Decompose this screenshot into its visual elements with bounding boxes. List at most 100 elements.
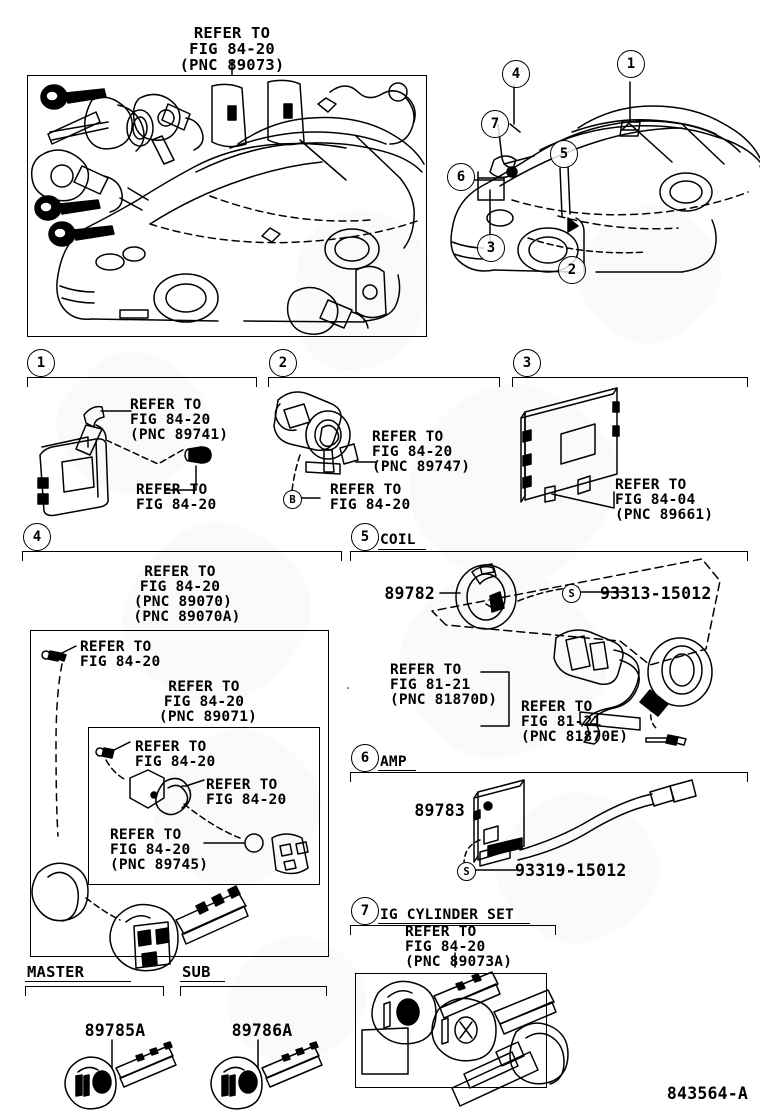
top-left-illustration-frame: [27, 75, 427, 337]
section-5-bracket: [350, 551, 748, 561]
section-6-art: [463, 779, 697, 871]
section-2-ref-a-line3: (PNC 89747): [372, 459, 471, 475]
section-5-ref-b-line1: REFER TO: [521, 699, 593, 715]
section-4-ref-e-line2: FIG 84-20: [206, 792, 287, 808]
section-4-ref-b-line2: FIG 84-20: [80, 654, 161, 670]
section-7-title-underline: [378, 923, 530, 924]
section-2-art: [273, 391, 377, 499]
section-4-ref-e-line1: REFER TO: [206, 777, 278, 793]
section-5-ref-a-line3: (PNC 81870D): [390, 692, 498, 708]
section-6-part-89783: 89783: [414, 801, 465, 820]
section-1-art: [37, 405, 212, 517]
section-1-number[interactable]: 1: [27, 349, 55, 377]
section-7-bracket: [350, 925, 556, 935]
section-1-ref-a-line2: FIG 84-20: [130, 412, 211, 428]
section-1-ref-b-line2: FIG 84-20: [136, 497, 217, 513]
callout-5-vehicle[interactable]: 5: [550, 140, 578, 168]
callout-7-vehicle[interactable]: 7: [481, 110, 509, 138]
figure-number: 843564-A: [666, 1084, 748, 1103]
section-7-number-label: 7: [360, 903, 370, 919]
section-5-ref-a-line2: FIG 81-21: [390, 677, 471, 693]
section-4-ref-c-line2: FIG 84-20: [163, 694, 245, 710]
top-title-line3: (PNC 89073): [179, 56, 285, 74]
section-7-ref-line3: (PNC 89073A): [405, 954, 513, 970]
section-5-number[interactable]: 5: [351, 523, 379, 551]
section-4-ref-c-line1: REFER TO: [168, 679, 240, 695]
section-7-ref-line1: REFER TO: [405, 924, 477, 940]
screw-marker-s-coil: S: [562, 584, 581, 603]
section-2-ref-b-line2: FIG 84-20: [330, 497, 411, 513]
section-6-bracket: [350, 772, 748, 782]
bolt-marker-label: B: [289, 493, 296, 506]
section-7-art: [361, 952, 569, 1107]
callout-5-label: 5: [559, 146, 569, 162]
section-4-ref-a-line1: REFER TO: [144, 564, 216, 580]
bolt-marker-b: B: [283, 490, 302, 509]
sub-heading-underline: [180, 981, 225, 982]
section-2-bracket: [268, 377, 500, 387]
callout-6-label: 6: [456, 169, 466, 185]
section-4-ref-c-line3: (PNC 89071): [158, 709, 258, 725]
master-bracket: [25, 986, 164, 996]
section-7-ref-line2: FIG 84-20: [405, 939, 486, 955]
callout-1-vehicle[interactable]: 1: [617, 50, 645, 78]
section-6-part-93319: 93319-15012: [515, 861, 627, 880]
section-1-ref-a-line1: REFER TO: [130, 397, 202, 413]
screw-marker-s-amp: S: [457, 862, 476, 881]
section-4-ref-f-line2: FIG 84-20: [110, 842, 191, 858]
section-3-number[interactable]: 3: [513, 349, 541, 377]
top-title-line2: FIG 84-20: [189, 40, 275, 58]
callout-7-label: 7: [490, 116, 500, 132]
section-5-part-93313: 93313-15012: [600, 584, 712, 603]
top-left-vehicle-art: [30, 59, 425, 335]
section-1-ref-a-line3: (PNC 89741): [130, 427, 229, 443]
master-heading: MASTER: [27, 963, 85, 981]
section-4-ref-f-line1: REFER TO: [110, 827, 182, 843]
section-3-art: [520, 387, 620, 509]
callout-6-vehicle[interactable]: 6: [447, 163, 475, 191]
section-3-ref-line3: (PNC 89661): [615, 507, 714, 523]
section-2-number-label: 2: [278, 355, 288, 371]
section-4-ref-f-line3: (PNC 89745): [110, 857, 209, 873]
section-7-number[interactable]: 7: [351, 897, 379, 925]
master-part-number: 89785A: [84, 1021, 146, 1040]
sub-heading: SUB: [182, 963, 211, 981]
section-4-ref-d-line1: REFER TO: [135, 739, 207, 755]
section-6-title-underline: [378, 770, 416, 771]
section-4-ref-a-line2: FIG 84-20: [139, 579, 221, 595]
callout-3-vehicle[interactable]: 3: [477, 234, 505, 262]
section-1-ref-b-line1: REFER TO: [136, 482, 208, 498]
section-5-art: [347, 558, 721, 746]
section-3-ref-line1: REFER TO: [615, 477, 687, 493]
section-4-number[interactable]: 4: [23, 523, 51, 551]
section-2-ref-a-line2: FIG 84-20: [372, 444, 453, 460]
callout-2-vehicle[interactable]: 2: [558, 256, 586, 284]
section-3-ref-line2: FIG 84-04: [615, 492, 696, 508]
section-2-ref-b-line1: REFER TO: [330, 482, 402, 498]
section-5-ref-b-line3: (PNC 81870E): [521, 729, 629, 745]
section-1-bracket: [27, 377, 257, 387]
section-5-title-underline: [378, 549, 426, 550]
section-7-box: [355, 973, 547, 1088]
section-6-number-label: 6: [360, 750, 370, 766]
section-4-ref-a-line3: (PNC 89070): [133, 594, 233, 610]
section-6-title: AMP: [380, 754, 407, 770]
section-4-ref-a-line4: (PNC 89070A): [133, 609, 241, 625]
section-5-ref-b-line2: FIG 81-21: [521, 714, 602, 730]
section-5-part-89782: 89782: [384, 584, 435, 603]
callout-2-label: 2: [567, 262, 577, 278]
callout-1-label: 1: [626, 56, 636, 72]
section-4-bracket: [22, 551, 342, 561]
screw-marker-amp-label: S: [463, 865, 470, 878]
section-4-number-label: 4: [32, 529, 42, 545]
screw-marker-coil-label: S: [568, 587, 575, 600]
section-4-ref-d-line2: FIG 84-20: [135, 754, 216, 770]
section-2-number[interactable]: 2: [269, 349, 297, 377]
section-6-number[interactable]: 6: [351, 744, 379, 772]
master-heading-underline: [25, 981, 131, 982]
sub-bracket: [180, 986, 327, 996]
callout-4-vehicle[interactable]: 4: [502, 60, 530, 88]
section-3-bracket: [512, 377, 748, 387]
callout-3-label: 3: [486, 240, 496, 256]
